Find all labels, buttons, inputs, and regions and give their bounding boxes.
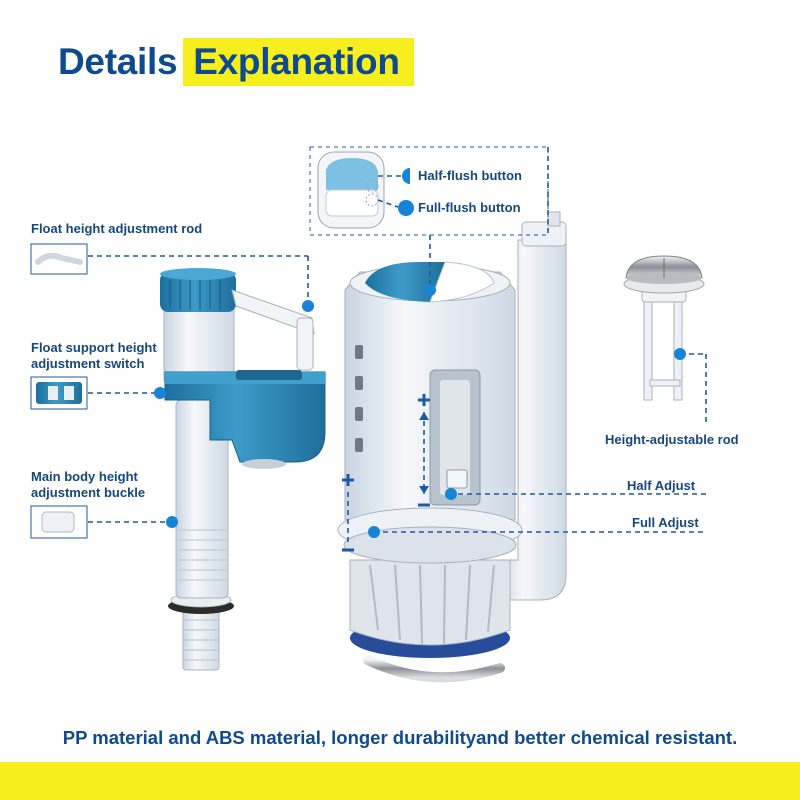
- label-half-flush: Half-flush button: [418, 168, 522, 183]
- flush-valve: [337, 211, 567, 683]
- footer-bar: [0, 762, 800, 800]
- dot-body-buckle: [166, 516, 178, 528]
- label-body-buckle-line2: adjustment buckle: [31, 485, 146, 500]
- label-body-buckle: Main body height adjustment buckle: [31, 469, 145, 501]
- label-height-rod: Height-adjustable rod: [605, 432, 739, 447]
- page-title: Details Explanation: [58, 38, 414, 86]
- push-button-assembly: [623, 255, 705, 401]
- callout-markers: [154, 168, 686, 538]
- thumb-float-rod: [30, 243, 88, 275]
- label-float-switch-line2: adjustment switch: [31, 356, 145, 371]
- dot-float-switch: [154, 387, 166, 399]
- label-body-buckle-line1: Main body height: [31, 469, 138, 484]
- arrow-icons: [419, 412, 429, 494]
- dot-float-rod: [302, 300, 314, 312]
- dot-half-adjust: [445, 488, 457, 500]
- full-flush-icon: [398, 200, 414, 216]
- dot-height-rod: [674, 348, 686, 360]
- adjust-indicators: [342, 394, 430, 552]
- label-half-adjust: Half Adjust: [627, 478, 696, 493]
- title-details: Details: [58, 41, 178, 82]
- thumb-float-switch: [30, 376, 88, 410]
- label-float-rod: Float height adjustment rod: [31, 221, 203, 236]
- half-flush-icon: [402, 168, 410, 184]
- dot-flush-button: [424, 284, 436, 296]
- dot-full-adjust: [368, 526, 380, 538]
- fill-valve: [160, 268, 326, 671]
- thumb-body-buckle: [30, 505, 88, 539]
- label-float-switch: Float support height adjustment switch: [31, 340, 157, 372]
- footer-description: PP material and ABS material, longer dur…: [62, 727, 738, 748]
- button-top-inset: [309, 146, 549, 236]
- label-full-flush: Full-flush button: [418, 200, 521, 215]
- callout-lines: [88, 147, 707, 545]
- label-float-switch-line1: Float support height: [31, 340, 157, 355]
- label-full-adjust: Full Adjust: [632, 515, 699, 530]
- title-explanation: Explanation: [183, 38, 414, 86]
